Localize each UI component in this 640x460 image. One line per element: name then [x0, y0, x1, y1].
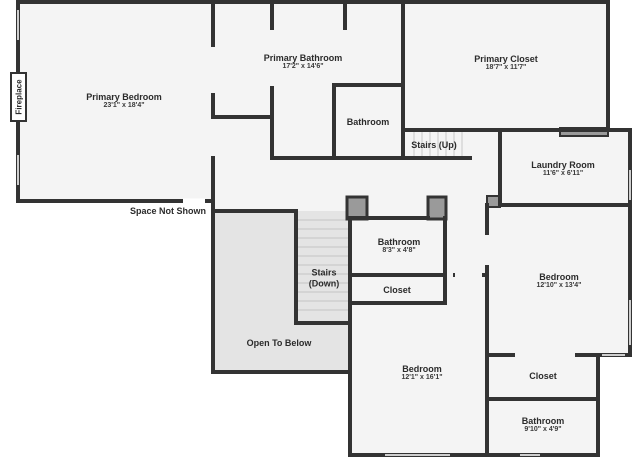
room-primary-bathroom: Primary Bathroom 17'2" x 14'6" — [264, 53, 343, 71]
room-name: Stairs (Down) — [308, 267, 340, 288]
room-bathroom-hall: Bathroom 8'3" x 4'8" — [378, 237, 421, 255]
fireplace-label: Fireplace — [14, 79, 23, 115]
room-dimensions: 23'1" x 18'4" — [103, 102, 145, 110]
room-primary-closet: Primary Closet 18'7" x 11'7" — [474, 54, 538, 72]
stairs-up-treads — [413, 132, 463, 156]
room-dimensions: 9'10" x 4'9" — [524, 426, 562, 434]
chimney-left — [345, 195, 369, 221]
room-dimensions: 17'2" x 14'6" — [282, 63, 324, 71]
room-bathroom-right: Bathroom 9'10" x 4'9" — [522, 416, 565, 434]
room-closet-right: Closet — [529, 371, 557, 381]
floor-primary-bedroom — [18, 2, 213, 201]
room-name: Bedroom — [539, 271, 579, 282]
room-bedroom-right: Bedroom 12'10" x 13'4" — [536, 272, 581, 290]
stairs-down-treads — [296, 219, 350, 311]
openings — [183, 155, 575, 358]
floor-fills — [18, 2, 630, 455]
floor-closet-right — [487, 355, 598, 455]
room-name: Primary Bathroom — [263, 52, 343, 63]
room-dimensions: 12'1" x 16'1" — [401, 374, 443, 382]
room-name: Primary Closet — [474, 53, 538, 64]
room-name: Open To Below — [246, 337, 312, 348]
floor-laundry — [500, 130, 630, 205]
room-dimensions: 18'7" x 11'7" — [485, 64, 527, 72]
room-name: Closet — [383, 284, 411, 295]
windows — [17, 10, 631, 456]
room-name: Closet — [529, 370, 557, 381]
room-name: Stairs (Up) — [411, 139, 457, 150]
room-name: Bathroom — [377, 236, 421, 247]
floor-bedroom-right — [487, 205, 630, 355]
room-name: Space Not Shown — [129, 205, 207, 216]
room-laundry: Laundry Room 11'6" x 6'11" — [531, 160, 595, 178]
room-open-to-below: Open To Below — [247, 338, 312, 348]
fireplace-box: Fireplace — [10, 72, 27, 122]
room-name: Bathroom — [521, 415, 565, 426]
room-name: Laundry Room — [531, 159, 595, 170]
floor-primary-closet — [403, 2, 608, 130]
room-bathroom-small: Bathroom — [347, 117, 390, 127]
room-stairs-up: Stairs (Up) — [411, 140, 457, 150]
room-bedroom-bottom: Bedroom 12'1" x 16'1" — [401, 364, 442, 382]
room-dimensions: 8'3" x 4'8" — [382, 247, 416, 255]
room-name: Bedroom — [402, 363, 442, 374]
room-stairs-down: Stairs (Down) — [309, 249, 340, 306]
room-dimensions: 12'10" x 13'4" — [536, 282, 582, 290]
room-name: Bathroom — [346, 116, 390, 127]
label-space-not-shown: Space Not Shown — [130, 206, 206, 216]
room-name: Primary Bedroom — [86, 91, 162, 102]
room-dimensions: 11'6" x 6'11" — [542, 170, 584, 178]
room-primary-bedroom: Primary Bedroom 23'1" x 18'4" — [86, 92, 162, 110]
chimney-right — [426, 195, 448, 221]
room-closet-hall: Closet — [383, 285, 411, 295]
